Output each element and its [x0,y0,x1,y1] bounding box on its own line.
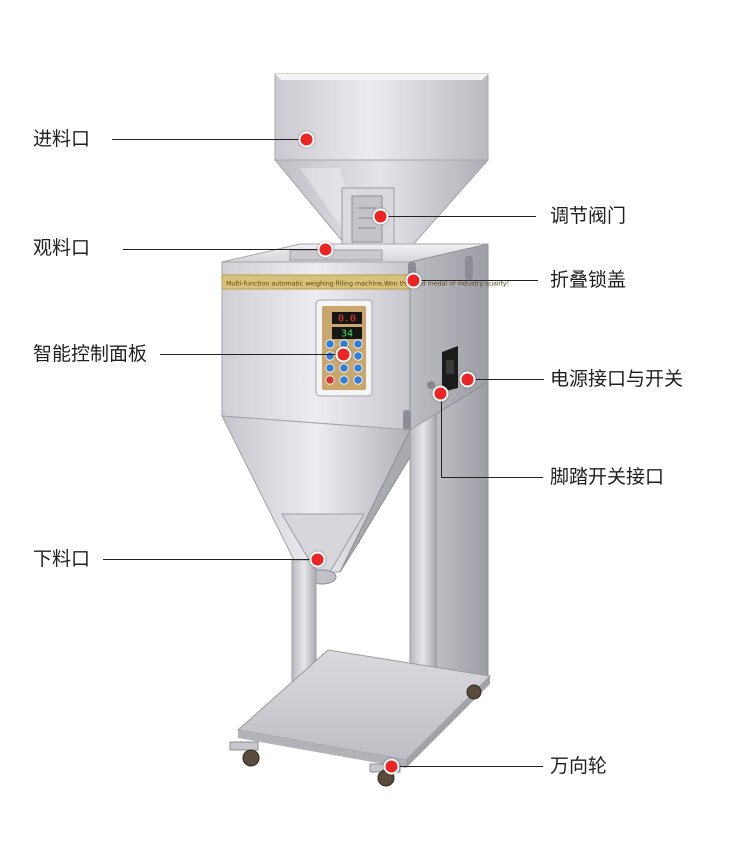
leader-adjust-valve [381,216,536,218]
marker-discharge-outlet [309,551,326,568]
leader-view-port [123,249,326,251]
keypad-button [353,363,363,373]
leader-feed-inlet [112,139,308,141]
keypad-button [325,363,335,373]
marker-caster-wheel [383,758,400,775]
marker-adjust-valve [372,208,389,225]
keypad-button [339,375,349,385]
leader-caster-wheel [392,766,543,768]
label-fold-lock-cover: 折叠锁盖 [550,269,627,291]
label-discharge-outlet: 下料口 [33,548,91,570]
leader-foot-switch-port-v [441,394,443,478]
label-view-port: 观料口 [33,237,91,259]
leader-foot-switch-port-h [441,477,543,479]
marker-power-socket-switch [459,371,476,388]
marker-feed-inlet [298,131,315,148]
label-power-socket-switch: 电源接口与开关 [550,368,684,390]
leader-power-socket-switch [468,379,544,381]
keypad-button [325,351,335,361]
marker-fold-lock-cover [405,272,422,289]
legs [291,381,489,717]
label-adjust-valve: 调节阀门 [550,205,627,227]
power-switch [427,346,458,392]
keypad-button [353,375,363,385]
model-strip-text: Multi-function automatic weighing fillin… [226,281,509,288]
leader-discharge-outlet [103,559,318,561]
keypad-button [325,375,335,385]
label-control-panel: 智能控制面板 [33,343,148,365]
marker-foot-switch-port [432,385,449,402]
leader-control-panel [160,354,343,356]
leader-fold-lock-cover [414,280,538,282]
keypad-button [325,339,335,349]
label-foot-switch-port: 脚踏开关接口 [550,466,665,488]
base-platform [236,649,492,768]
marker-control-panel [335,346,352,363]
count-display: 34 [341,329,353,340]
keypad-button [353,339,363,349]
marker-view-port [317,241,334,258]
label-feed-inlet: 进料口 [33,128,91,150]
label-caster-wheel: 万向轮 [550,755,608,777]
weight-display: 0.0 [338,314,356,325]
keypad-button [353,351,363,361]
keypad-button [339,363,349,373]
